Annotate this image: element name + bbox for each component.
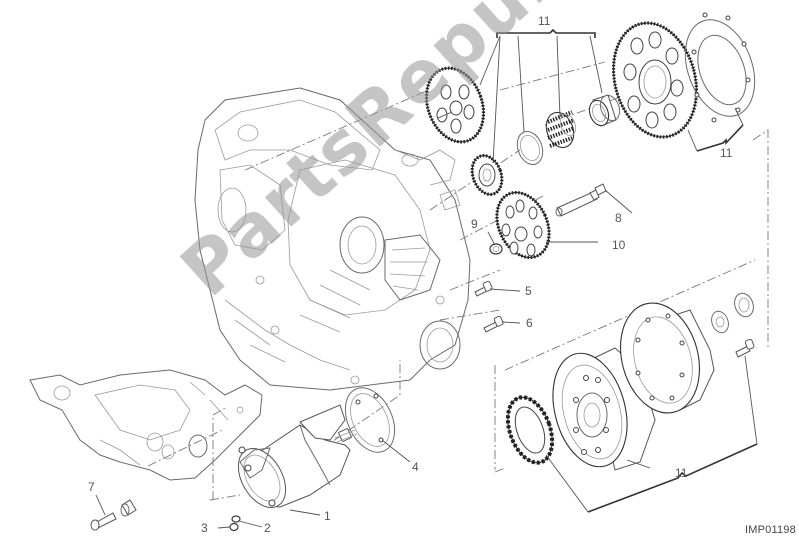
flywheel-nut (734, 292, 754, 318)
callout-1: 1 (324, 509, 331, 523)
callout-11-right: 11 (720, 146, 733, 160)
starter-gear-small (470, 154, 504, 196)
callout-5: 5 (525, 284, 532, 298)
callout-7: 7 (88, 480, 95, 494)
thrust-washer (516, 131, 544, 165)
callout-8: 8 (615, 211, 622, 225)
callout-11-top: 11 (538, 14, 551, 28)
starter-ring-gear (611, 21, 699, 139)
callout-9: 9 (471, 217, 478, 231)
idler-gear (495, 190, 551, 260)
leader-lines (95, 28, 758, 529)
freewheel-flange (684, 12, 756, 123)
sprag-clutch (505, 395, 555, 465)
callout-6: 6 (526, 316, 533, 330)
circlip (489, 243, 503, 255)
callout-2: 2 (264, 521, 271, 535)
starter-motor (237, 404, 358, 508)
starter-gear-large-left (424, 66, 486, 144)
flywheel-rotor (619, 302, 715, 414)
crankcase-half (194, 87, 471, 391)
gear-bushing (588, 94, 621, 127)
flywheel-washer (711, 310, 729, 334)
washer (231, 515, 241, 523)
gasket (344, 387, 396, 453)
image-code: IMP01198 (745, 524, 796, 536)
callout-3: 3 (201, 521, 208, 535)
needle-bearing (545, 110, 576, 149)
screw-6 (483, 315, 504, 333)
screw-7 (90, 512, 117, 531)
crankcase-lower-section (29, 369, 263, 481)
flywheel-bolt (735, 338, 755, 358)
callout-11-bottom: 11 (675, 466, 688, 480)
nut (229, 522, 239, 532)
callout-4: 4 (412, 460, 419, 474)
gear-shaft (555, 183, 607, 217)
spacer (120, 499, 137, 517)
screw-5 (474, 280, 493, 297)
callout-10: 10 (612, 238, 626, 252)
